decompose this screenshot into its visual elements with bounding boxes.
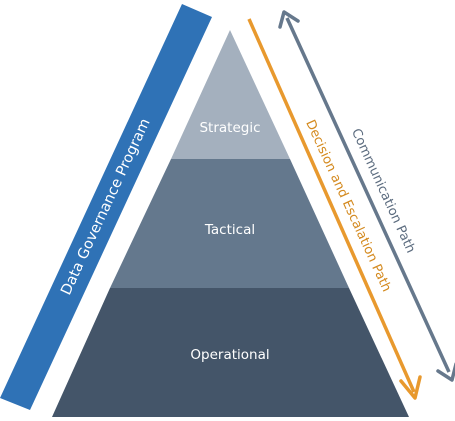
decision-arrow-line	[247, 18, 416, 393]
communication-arrow-head-top	[278, 10, 300, 29]
decision-arrow-head	[399, 375, 422, 400]
communication-arrow-line	[285, 17, 451, 373]
pyramid-tier-tactical	[110, 159, 349, 288]
pyramid-tier-strategic	[171, 30, 290, 159]
tier-label-strategic: Strategic	[199, 120, 260, 136]
pyramid-tier-operational	[52, 288, 409, 417]
pyramid: Strategic Tactical Operational	[52, 30, 409, 417]
tier-label-operational: Operational	[190, 347, 269, 363]
tier-label-tactical: Tactical	[204, 222, 255, 238]
program-bar	[0, 4, 212, 410]
